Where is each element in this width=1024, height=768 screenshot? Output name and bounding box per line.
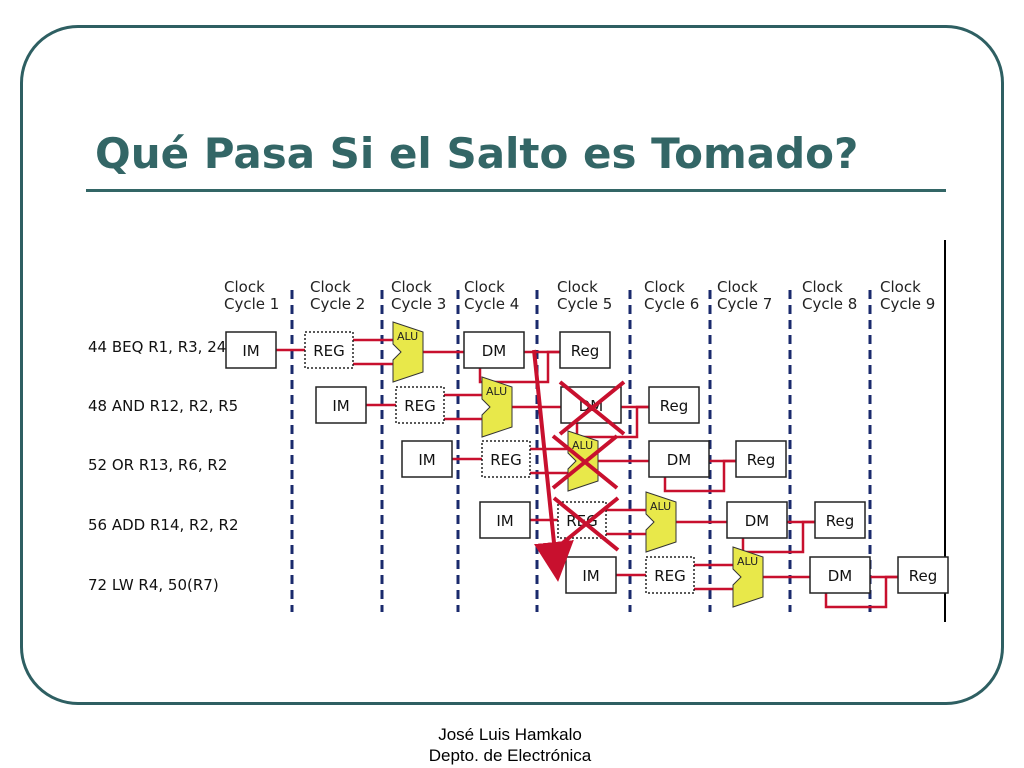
pipeline-stages: IMREGALUDMRegIMREGALUDMRegIMREGALUDMRegI…: [225, 321, 949, 608]
im-stage-box: [225, 331, 277, 369]
cycle-label: Clock: [391, 278, 432, 296]
reg-write-stage-box: [897, 556, 949, 594]
cycle-label: Clock: [224, 278, 265, 296]
cycle-label: Clock: [464, 278, 505, 296]
instruction-label: 72 LW R4, 50(R7): [88, 576, 219, 594]
reg-read-stage-box: [304, 331, 354, 369]
reg-read-stage-label: REG: [404, 397, 436, 415]
reg-write-stage-label: Reg: [660, 397, 689, 415]
slide-title: Qué Pasa Si el Salto es Tomado?: [95, 129, 859, 178]
dm-stage-label: DM: [828, 567, 853, 585]
instruction-label: 44 BEQ R1, R3, 24: [88, 338, 226, 356]
reg-read-stage-label: REG: [654, 567, 686, 585]
im-stage-label: IM: [496, 512, 513, 530]
alu-stage-label: ALU: [572, 439, 593, 452]
title-rule: [86, 189, 946, 192]
alu-stage-shape: [645, 491, 677, 553]
dm-stage-label: DM: [482, 342, 507, 360]
cycle-label: Cycle 8: [802, 295, 857, 313]
dm-stage-box: [726, 501, 788, 539]
reg-read-stage-box: [645, 556, 695, 594]
cycle-label: Cycle 7: [717, 295, 772, 313]
instruction-label: 56 ADD R14, R2, R2: [88, 516, 239, 534]
instruction-label: 48 AND R12, R2, R5: [88, 397, 238, 415]
alu-stage-shape: [732, 546, 764, 608]
flush-mark-alu: [551, 434, 619, 490]
cycle-label: Cycle 4: [464, 295, 519, 313]
im-stage-box: [315, 386, 367, 424]
reg-write-stage-box: [648, 386, 700, 424]
reg-write-stage-box: [814, 501, 866, 539]
reg-write-stage-label: Reg: [826, 512, 855, 530]
im-stage-box: [479, 501, 531, 539]
reg-write-stage-label: Reg: [747, 451, 776, 469]
im-stage-label: IM: [332, 397, 349, 415]
im-stage-box: [401, 440, 453, 478]
footer-department: Depto. de Electrónica: [428, 746, 592, 765]
pipeline-wires: [276, 338, 898, 609]
alu-stage-label: ALU: [737, 555, 758, 568]
im-stage-box: [565, 556, 617, 594]
dm-stage-label: DM: [667, 451, 692, 469]
reg-read-stage-box: [395, 386, 445, 424]
alu-stage-label: ALU: [650, 500, 671, 513]
dm-stage-box: [809, 556, 871, 594]
reg-write-stage-box: [735, 440, 787, 478]
alu-stage-shape: [481, 376, 513, 438]
cycle-label: Clock: [802, 278, 843, 296]
reg-read-stage-label: REG: [313, 342, 345, 360]
alu-stage-label: ALU: [486, 385, 507, 398]
alu-stage-label: ALU: [397, 330, 418, 343]
cycle-label: Clock: [644, 278, 685, 296]
reg-write-stage-box: [559, 331, 611, 369]
cycle-label: Clock: [717, 278, 758, 296]
cycle-label: Clock: [310, 278, 351, 296]
cycle-label: Cycle 9: [880, 295, 935, 313]
im-stage-label: IM: [582, 567, 599, 585]
cycle-label: Cycle 6: [644, 295, 699, 313]
cycle-label: Clock: [880, 278, 921, 296]
footer-author: José Luis Hamkalo: [438, 725, 582, 744]
slide-frame: [20, 25, 1004, 705]
im-stage-label: IM: [242, 342, 259, 360]
cycle-label: Cycle 5: [557, 295, 612, 313]
reg-write-stage-label: Reg: [909, 567, 938, 585]
instruction-label: 52 OR R13, R6, R2: [88, 456, 227, 474]
dm-stage-box: [648, 440, 710, 478]
flush-mark-dm: [558, 380, 626, 436]
cycle-label: Cycle 2: [310, 295, 365, 313]
cycle-dividers: [290, 290, 872, 612]
im-stage-label: IM: [418, 451, 435, 469]
cycle-label: Cycle 1: [224, 295, 279, 313]
dm-stage-label: DM: [745, 512, 770, 530]
branch-taken-arrow: [532, 349, 574, 582]
reg-read-stage-label: REG: [490, 451, 522, 469]
reg-read-stage-box: [481, 440, 531, 478]
footer: José Luis Hamkalo Depto. de Electrónica: [380, 724, 640, 766]
reg-write-stage-label: Reg: [571, 342, 600, 360]
cycle-label: Clock: [557, 278, 598, 296]
dm-stage-box: [463, 331, 525, 369]
instruction-labels: 44 BEQ R1, R3, 24 48 AND R12, R2, R5 52 OR…: [88, 338, 239, 594]
cycle-label: Cycle 3: [391, 295, 446, 313]
alu-stage-shape: [392, 321, 424, 383]
